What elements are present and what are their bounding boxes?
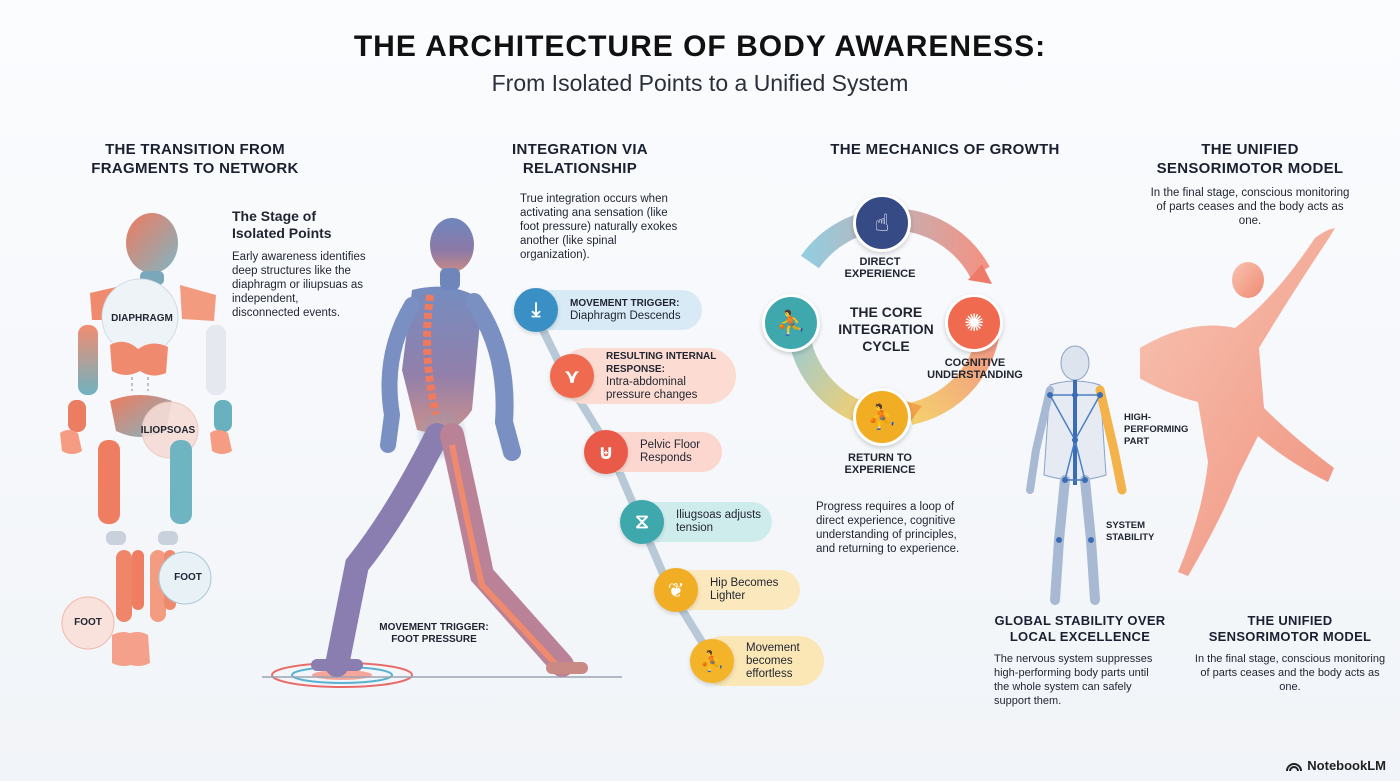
arrow-down-icon: ⤓ (514, 288, 558, 332)
section4-heading: THE UNIFIED SENSORIMOTOR MODEL (1156, 141, 1344, 177)
section3-heading: THE MECHANICS OF GROWTH (830, 141, 1060, 158)
foot-label-left: FOOT (74, 617, 102, 628)
running-icon: ⛹ (690, 639, 734, 683)
step-4-text: Iliugsoas adjusts tension (676, 509, 762, 534)
iliopsoas-label: ILIOPSOAS (140, 425, 196, 436)
step-2-small: RESULTING INTERNAL RESPONSE: (606, 351, 717, 375)
step-1-text: Diaphragm Descends (570, 310, 681, 322)
step-2-text: Intra-abdominal pressure changes (606, 376, 698, 401)
fragmented-body-figure (60, 213, 232, 666)
step-6: ⛹ Movement becomes effortless (690, 636, 824, 686)
label-high-performing-part: HIGH- PERFORMING PART (1124, 412, 1189, 447)
unified-model-heading: THE UNIFIED SENSORIMOTOR MODEL (1208, 613, 1372, 644)
pelvis-icon: ⊎ (584, 430, 628, 474)
step-3-text: Pelvic Floor Responds (640, 439, 701, 464)
page-subtitle: From Isolated Points to a Unified System (491, 70, 909, 96)
integration-intro: True integration occurs when activating … (520, 193, 678, 261)
cycle-description: Progress requires a loop of direct exper… (816, 501, 960, 555)
step-2: ⋎ RESULTING INTERNAL RESPONSE:Intra-abdo… (550, 348, 736, 404)
section2-heading: INTEGRATION VIA RELATIONSHIP (512, 141, 648, 177)
walker-label: MOVEMENT TRIGGER: FOOT PRESSURE (379, 622, 489, 645)
stage-title: The Stage of Isolated Points (232, 208, 332, 241)
global-stability-heading: GLOBAL STABILITY OVER LOCAL EXCELLENCE (994, 613, 1166, 644)
stage-text: Early awareness identifies deep structur… (232, 251, 366, 319)
section1-heading: THE TRANSITION FROM FRAGMENTS TO NETWORK (91, 141, 299, 177)
step-3: ⊎ Pelvic Floor Responds (584, 430, 722, 474)
step-1-small: MOVEMENT TRIGGER: (570, 298, 680, 309)
page-title: THE ARCHITECTURE OF BODY AWARENESS: (353, 30, 1047, 63)
node-cognitive-understanding: COGNITIVE UNDERSTANDING (927, 357, 1023, 381)
step-5-text: Hip Becomes Lighter (710, 577, 779, 602)
hips-icon: ⧖ (620, 500, 664, 544)
brain-icon: ✺ (945, 294, 1003, 352)
walking-icon: ⛹ (762, 294, 820, 352)
cycle-center-title: THE CORE INTEGRATION CYCLE (838, 304, 934, 354)
notebooklm-logo-icon (1286, 762, 1303, 771)
split-arrow-icon: ⋎ (550, 354, 594, 398)
foot-label-right: FOOT (174, 572, 202, 583)
dancer-figure (1140, 228, 1335, 576)
step-4: ⧖ Iliugsoas adjusts tension (620, 500, 772, 544)
global-stability-text: The nervous system suppresses high-perfo… (994, 653, 1153, 707)
section4-top-text: In the final stage, conscious monitoring… (1150, 187, 1350, 227)
diaphragm-label: DIAPHRAGM (111, 313, 173, 324)
feather-icon: ❦ (654, 568, 698, 612)
touch-icon: ☝ (853, 194, 911, 252)
unified-model-text: In the final stage, conscious monitoring… (1194, 653, 1386, 693)
step-6-text: Movement becomes effortless (746, 641, 800, 680)
step-1: ⤓ MOVEMENT TRIGGER:Diaphragm Descends (514, 288, 702, 332)
label-system-stability: SYSTEM STABILITY (1106, 520, 1155, 543)
step-5: ❦ Hip Becomes Lighter (654, 568, 800, 612)
footer-brand: NotebookLM (1307, 758, 1386, 773)
running-icon: ⛹ (853, 388, 911, 446)
network-skeleton-figure (1026, 345, 1127, 605)
node-return-to-experience: RETURN TO EXPERIENCE (844, 452, 916, 476)
walking-figure (262, 218, 622, 688)
notebooklm-watermark: NotebookLM (1286, 758, 1386, 773)
node-direct-experience: DIRECT EXPERIENCE (844, 256, 916, 280)
